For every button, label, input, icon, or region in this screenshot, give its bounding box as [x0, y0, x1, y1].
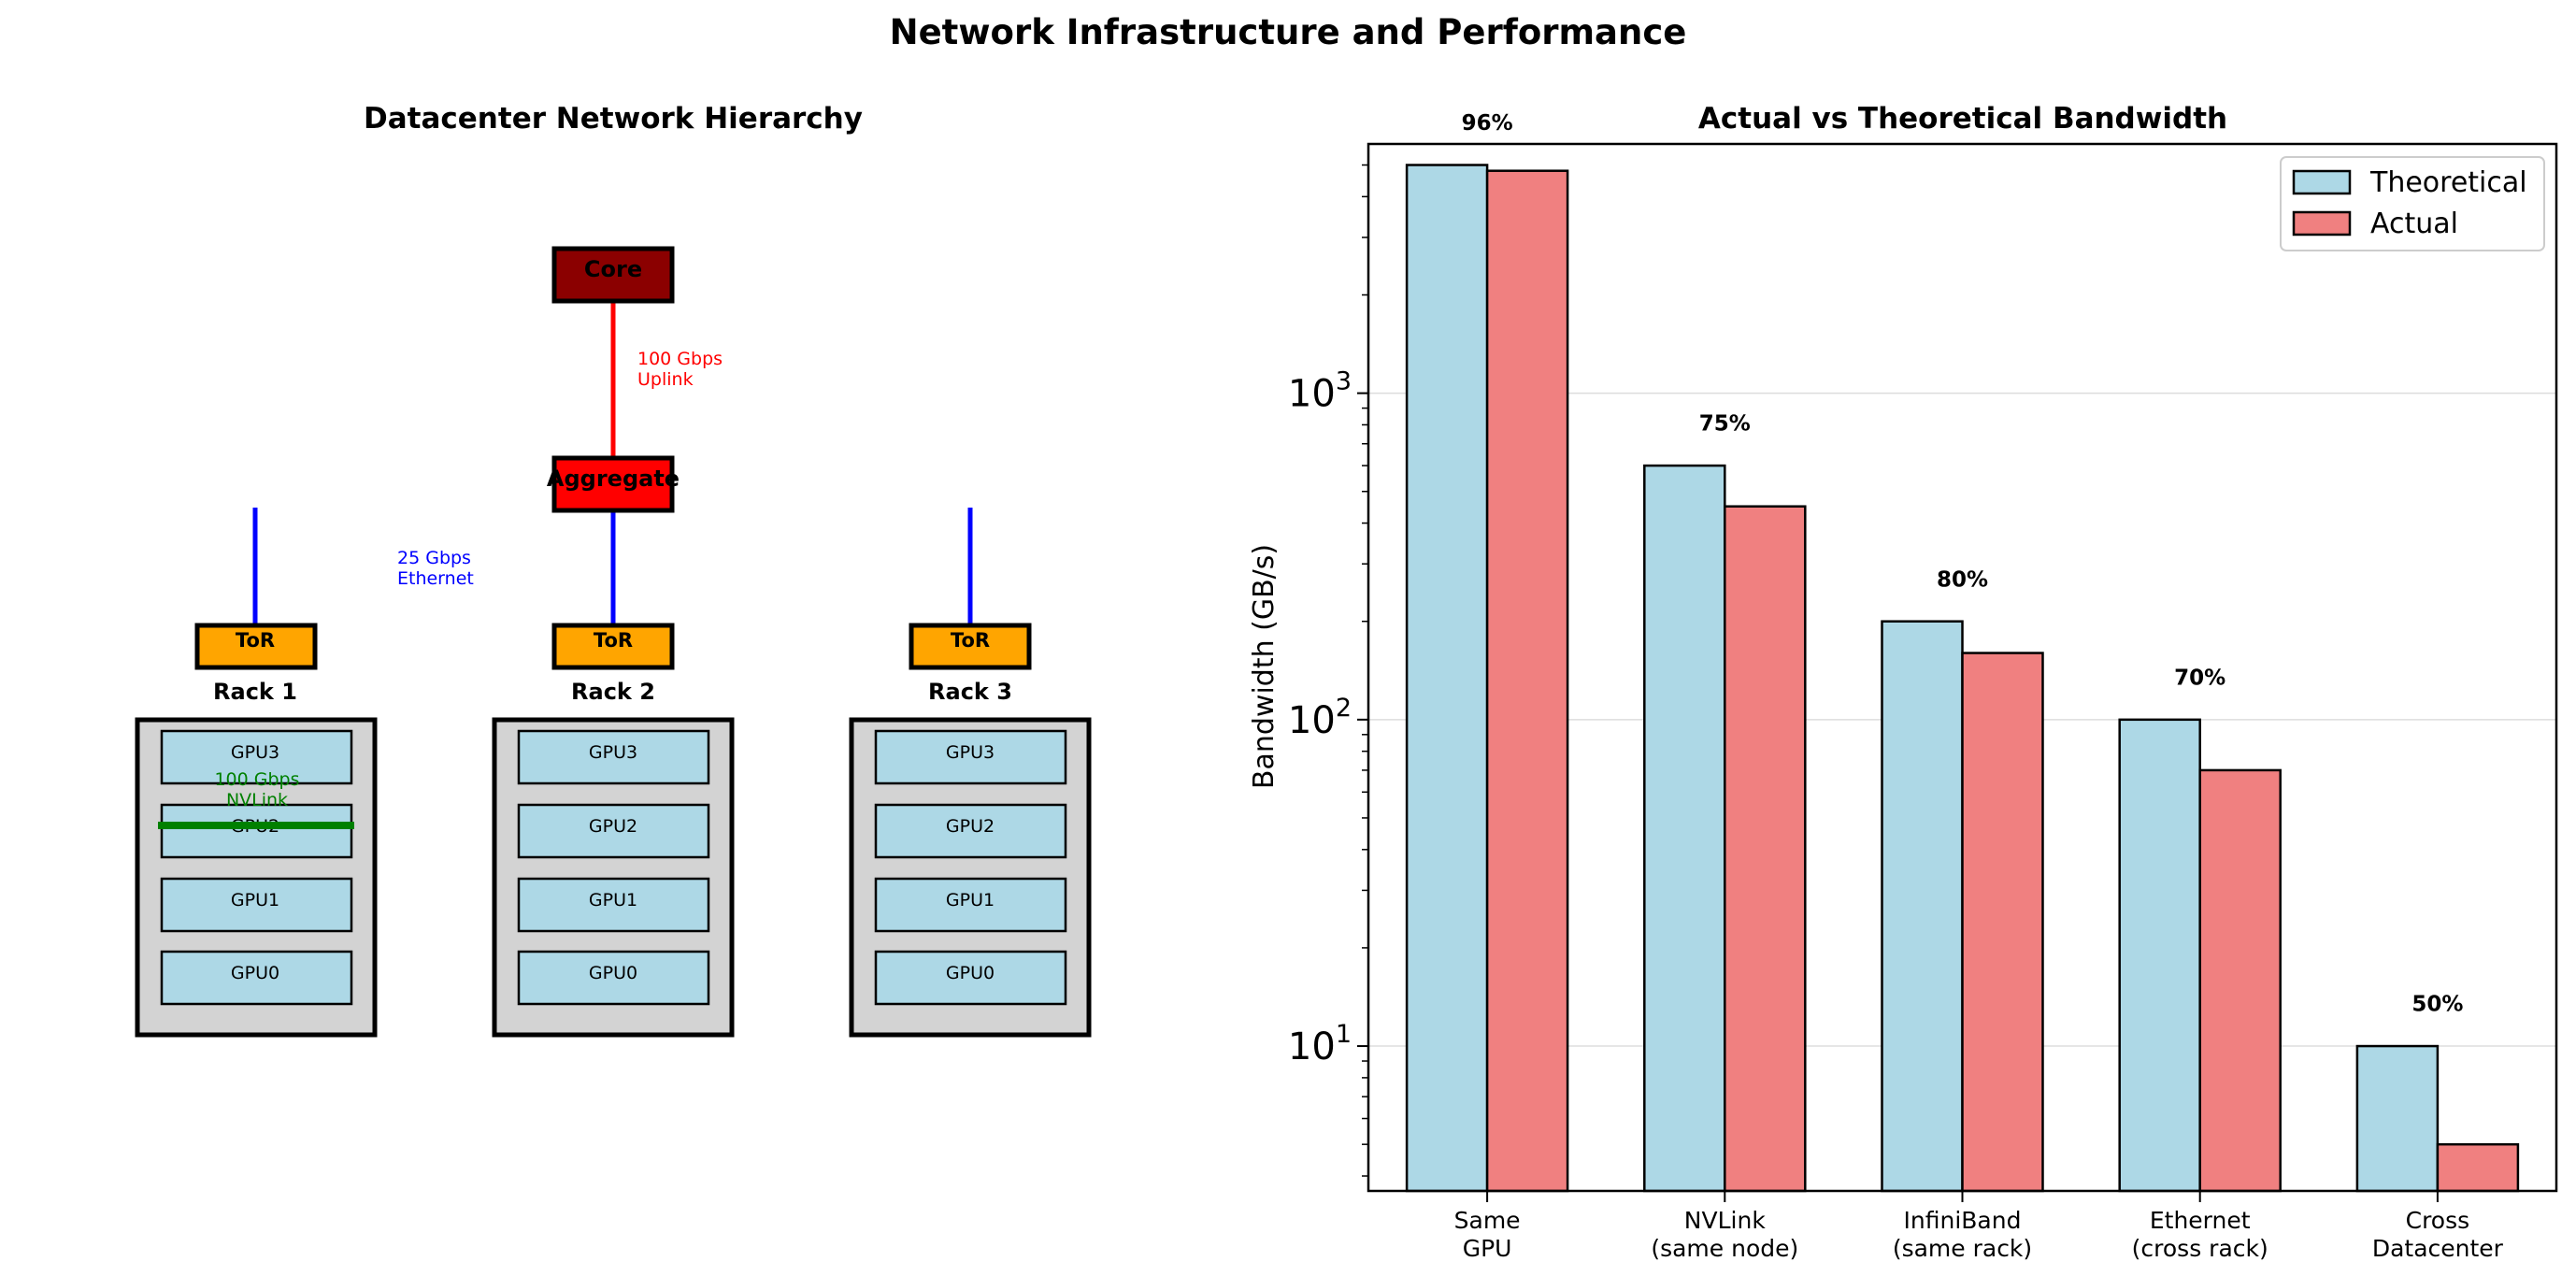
bar-theoretical	[1643, 464, 1726, 1193]
tor-switch-label: ToR	[951, 629, 990, 652]
chart-title: Actual vs Theoretical Bandwidth	[1698, 102, 2227, 136]
aggregate-switch	[551, 455, 675, 513]
tor-switch-rack1	[194, 623, 318, 670]
chart-bars	[1405, 164, 2520, 1193]
legend-label: Actual	[2370, 208, 2458, 240]
gpu-slot	[160, 877, 353, 933]
y-axis-label: Bandwidth (GB/s)	[1248, 544, 1281, 789]
x-tick-label: Cross	[2406, 1207, 2470, 1234]
x-tick-label: (same rack)	[1893, 1235, 2032, 1262]
gpu-label: GPU2	[946, 816, 995, 837]
x-tick-label: (same node)	[1651, 1235, 1798, 1262]
rack-1: ToR Rack 1 GPU3 GPU2 GPU1 GPU0 100 Gbps …	[135, 623, 378, 1038]
gpu-slot	[160, 950, 353, 1006]
nvlink-label-line2: NVLink	[226, 790, 288, 810]
ethernet-label-line1: 25 Gbps	[397, 548, 471, 568]
bar-actual	[1724, 505, 1807, 1193]
efficiency-label: 50%	[2411, 993, 2463, 1017]
x-tick-label: (cross rack)	[2132, 1235, 2268, 1262]
efficiency-label: 70%	[2174, 666, 2225, 690]
gpu-label: GPU1	[589, 890, 637, 910]
bar-theoretical	[1881, 620, 1964, 1193]
tor-switch-label: ToR	[594, 629, 633, 652]
aggregate-switch-label: Aggregate	[547, 466, 680, 492]
rack-label: Rack 1	[213, 679, 297, 705]
rack-2: ToR Rack 2 GPU3 GPU2 GPU1 GPU0	[492, 623, 735, 1038]
uplink-label-line1: 100 Gbps	[637, 349, 723, 369]
gpu-slot	[874, 729, 1067, 785]
nvlink-label-line1: 100 Gbps	[214, 769, 299, 790]
gpu-label: GPU3	[231, 742, 279, 763]
efficiency-label: 75%	[1699, 412, 1751, 437]
x-tick-label: Datacenter	[2372, 1235, 2504, 1262]
gpu-label: GPU0	[589, 963, 637, 983]
x-tick-label: Ethernet	[2150, 1207, 2251, 1234]
efficiency-label: 80%	[1937, 567, 1988, 592]
x-tick-label: InfiniBand	[1904, 1207, 2022, 1234]
tor-switch-rack3	[909, 623, 1032, 670]
gpu-label: GPU1	[946, 890, 995, 910]
bar-theoretical	[1405, 164, 1489, 1193]
bar-actual	[1961, 652, 2044, 1193]
bandwidth-chart: Actual vs Theoretical Bandwidth 10110210…	[1248, 102, 2558, 1262]
gpu-label: GPU3	[946, 742, 995, 763]
x-tick-label: Same	[1454, 1207, 1521, 1234]
figure-title: Network Infrastructure and Performance	[890, 12, 1687, 52]
bar-actual	[2198, 768, 2282, 1193]
gpu-slot	[160, 729, 353, 785]
x-tick-label: NVLink	[1684, 1207, 1767, 1234]
legend-swatch	[2292, 210, 2352, 237]
rack-3: ToR Rack 3 GPU3 GPU2 GPU1 GPU0	[849, 623, 1092, 1038]
gpu-slot	[874, 950, 1067, 1006]
tor-switch-label: ToR	[236, 629, 275, 652]
rack-label: Rack 2	[571, 679, 655, 705]
legend-swatch	[2292, 169, 2352, 195]
gpu-label: GPU0	[946, 963, 995, 983]
chart-labels: 96% 75% 80% 70% 50%	[1462, 111, 2464, 1017]
gpu-label: GPU1	[231, 890, 279, 910]
legend-label: Theoretical	[2369, 166, 2527, 199]
gpu-slot	[517, 950, 710, 1006]
y-tick-label: 103	[1288, 367, 1352, 416]
bar-actual	[2436, 1142, 2520, 1193]
gpu-slot	[517, 877, 710, 933]
efficiency-label: 96%	[1462, 111, 1513, 136]
gpu-slot	[517, 729, 710, 785]
hierarchy-diagram: Datacenter Network Hierarchy 100 Gbps Up…	[135, 102, 1092, 1038]
y-tick-label: 102	[1288, 694, 1352, 742]
ethernet-label-line2: Ethernet	[397, 568, 474, 589]
bar-theoretical	[2355, 1044, 2440, 1193]
gpu-label: GPU0	[231, 963, 279, 983]
plot-frame	[1367, 142, 2558, 1193]
gpu-slot	[874, 803, 1067, 859]
bar-theoretical	[2118, 718, 2201, 1193]
gpu-slot	[517, 803, 710, 859]
core-switch-label: Core	[584, 256, 642, 282]
hierarchy-title: Datacenter Network Hierarchy	[364, 102, 863, 136]
y-tick-label: 101	[1288, 1020, 1352, 1068]
gpu-slot	[160, 803, 353, 859]
core-switch	[551, 246, 675, 304]
uplink-label-line2: Uplink	[637, 369, 694, 390]
gpu-slot	[874, 877, 1067, 933]
gpu-label: GPU3	[589, 742, 637, 763]
bar-actual	[1485, 169, 1569, 1193]
tor-switch-rack2	[551, 623, 675, 670]
x-tick-label: GPU	[1463, 1235, 1512, 1262]
rack-label: Rack 3	[928, 679, 1012, 705]
gpu-label: GPU2	[589, 816, 637, 837]
